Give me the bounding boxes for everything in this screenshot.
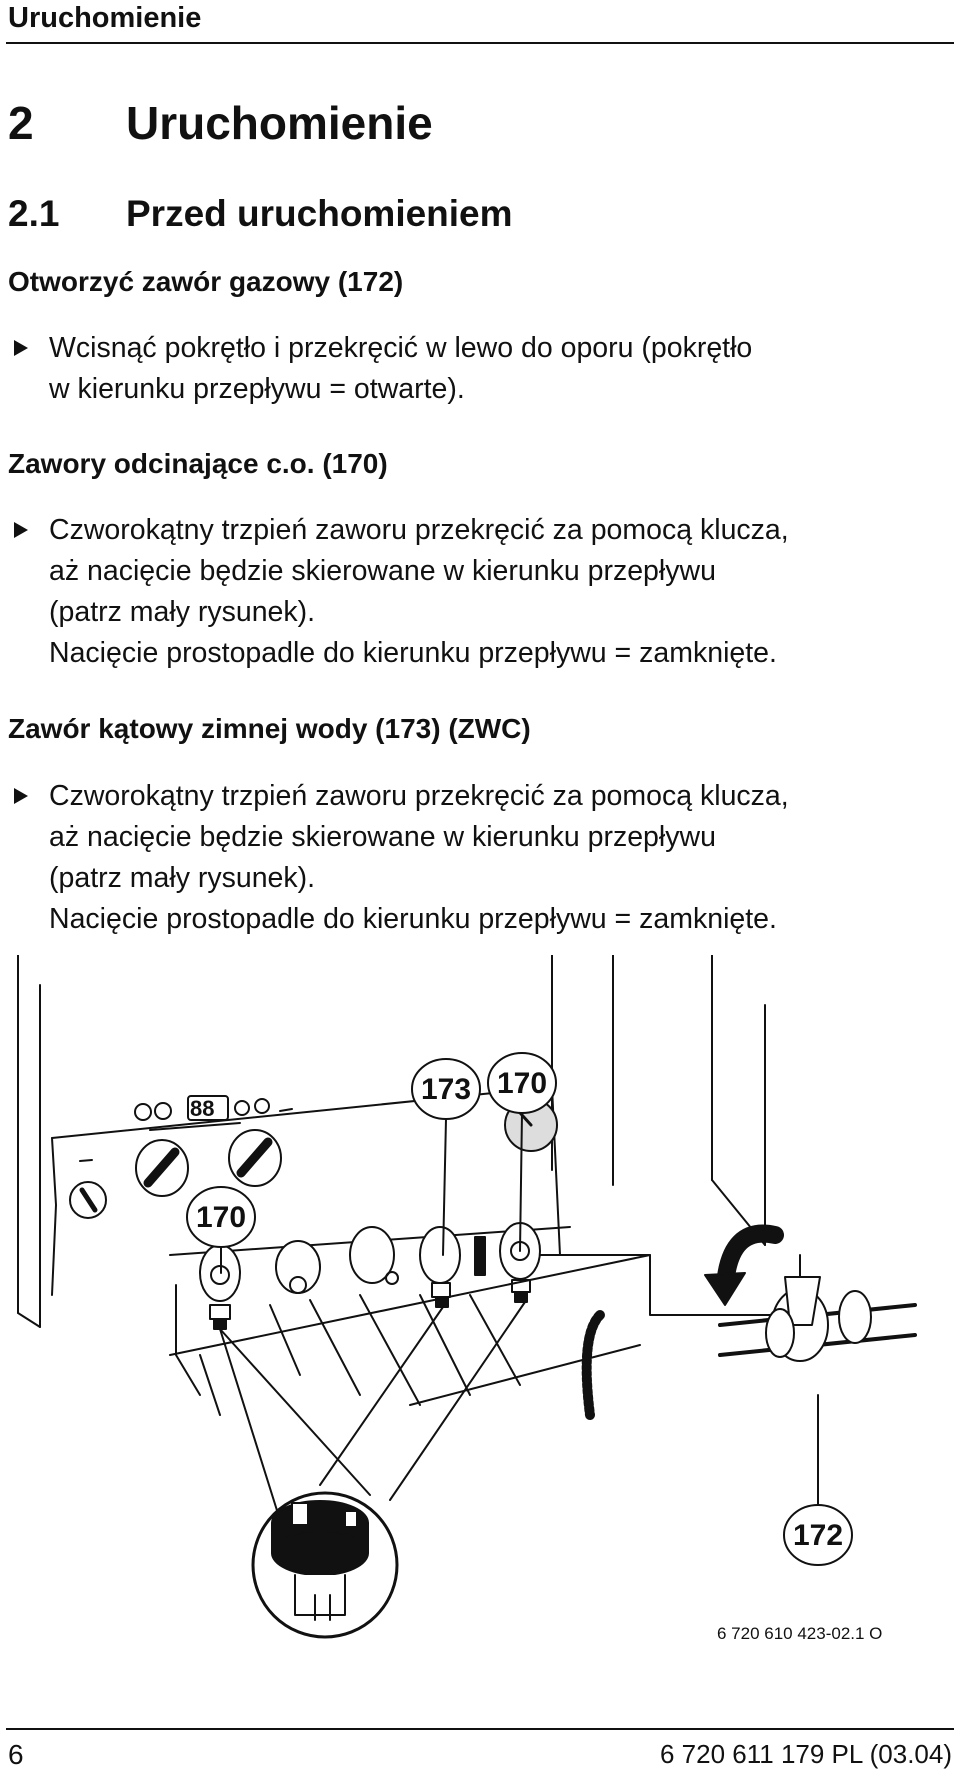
footer-rule [6, 1728, 954, 1730]
callout-172 [783, 1394, 853, 1566]
instruction-line: Nacięcie prostopadle do kierunku przepły… [49, 903, 777, 935]
section-title: Przed uruchomieniem [126, 193, 513, 234]
header-rule [6, 42, 954, 44]
cold-water-valve-icon [419, 1226, 461, 1308]
instruction-line: Czworokątny trzpień zaworu przekręcić za… [49, 514, 789, 546]
chapter-heading: 2 Uruchomienie [8, 96, 433, 150]
gas-valve-instruction: Wcisnąć pokrętło i przekręcić w lewo do … [8, 328, 752, 410]
small-knob-icon [69, 1181, 107, 1219]
instruction-line: aż nacięcie będzie skierowane w kierunku… [49, 555, 716, 587]
callout-label: 170 [196, 1201, 246, 1234]
shutoff-valves-instruction: Czworokątny trzpień zaworu przekręcić za… [8, 510, 789, 674]
instruction-line: w kierunku przepływu = otwarte). [49, 373, 465, 405]
gas-valve-icon [765, 1276, 872, 1362]
instruction-line: Nacięcie prostopadle do kierunku przepły… [49, 637, 777, 669]
large-knob-icon [228, 1129, 282, 1187]
page-number: 6 [8, 1739, 24, 1770]
cold-water-valve-instruction: Czworokątny trzpień zaworu przekręcić za… [8, 776, 789, 940]
running-header: Uruchomienie [8, 2, 202, 34]
instruction-line: Czworokątny trzpień zaworu przekręcić za… [49, 780, 789, 812]
section-number: 2.1 [8, 193, 60, 234]
instruction-line: (patrz mały rysunek). [49, 596, 316, 628]
chapter-title: Uruchomienie [126, 97, 433, 149]
callout-label: 172 [793, 1519, 843, 1552]
bullet-arrow-icon [14, 340, 28, 356]
rotation-arrow-icon [704, 1224, 784, 1306]
document-id: 6 720 611 179 PL (03.04) [659, 1739, 952, 1769]
spindle-detail-inset [251, 1491, 399, 1639]
section-heading: 2.1 Przed uruchomieniem [8, 193, 513, 235]
callout-170-left [186, 1186, 256, 1274]
bullet-arrow-icon [14, 788, 28, 804]
boiler-valves-illustration: 88 [17, 955, 917, 1639]
callout-label: 170 [497, 1067, 547, 1100]
bullet-arrow-icon [14, 522, 28, 538]
callout-173 [411, 1058, 481, 1256]
large-knob-icon [135, 1139, 189, 1197]
leader-lines [219, 1301, 526, 1521]
valve-body-icon [275, 1240, 321, 1294]
shutoff-valves-heading: Zawory odcinające c.o. (170) [8, 448, 388, 479]
gas-valve-heading: Otworzyć zawór gazowy (172) [8, 266, 404, 297]
instruction-line: Wcisnąć pokrętło i przekręcić w lewo do … [49, 332, 753, 364]
callout-label: 173 [421, 1073, 471, 1106]
figure-code: 6 720 610 423-02.1 O [717, 1624, 883, 1643]
display-digits: 88 [190, 1096, 214, 1121]
cold-water-valve-heading: Zawór kątowy zimnej wody (173) (ZWC) [8, 713, 531, 744]
control-panel [69, 1095, 558, 1219]
chapter-number: 2 [8, 97, 34, 149]
callout-170-right [487, 1052, 557, 1252]
instruction-line: aż nacięcie będzie skierowane w kierunku… [49, 821, 716, 853]
valve-body-icon [349, 1226, 399, 1285]
instruction-line: (patrz mały rysunek). [49, 862, 316, 894]
